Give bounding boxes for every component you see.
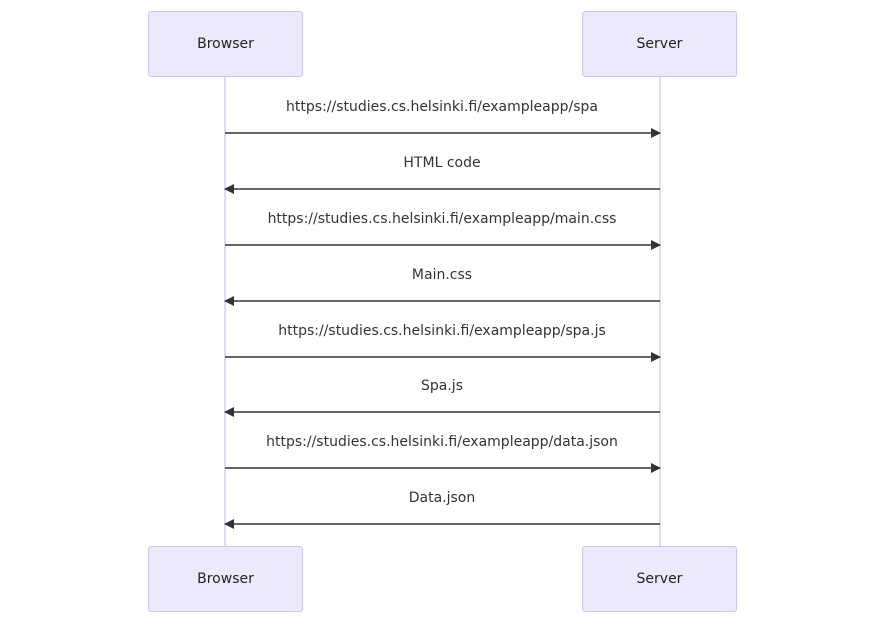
- message-label-5: https://studies.cs.helsinki.fi/exampleap…: [278, 323, 606, 339]
- message-label-7: https://studies.cs.helsinki.fi/exampleap…: [266, 434, 618, 450]
- browser-actor-label: Browser: [197, 571, 254, 587]
- browser-actor-top: Browser: [148, 11, 303, 77]
- message-label-4: Main.css: [411, 267, 473, 283]
- message-label-3: https://studies.cs.helsinki.fi/exampleap…: [267, 211, 617, 227]
- server-actor-bottom: Server: [582, 546, 737, 612]
- message-label-6: Spa.js: [421, 378, 463, 394]
- server-actor-top: Server: [582, 11, 737, 77]
- server-actor-label: Server: [636, 571, 683, 587]
- message-label-1: https://studies.cs.helsinki.fi/exampleap…: [286, 99, 598, 115]
- browser-lifeline: [224, 77, 226, 546]
- message-label-2: HTML code: [403, 155, 481, 171]
- message-label-8: Data.json: [408, 490, 476, 506]
- server-lifeline: [659, 77, 661, 546]
- server-actor-label: Server: [636, 36, 683, 52]
- browser-actor-label: Browser: [197, 36, 254, 52]
- browser-actor-bottom: Browser: [148, 546, 303, 612]
